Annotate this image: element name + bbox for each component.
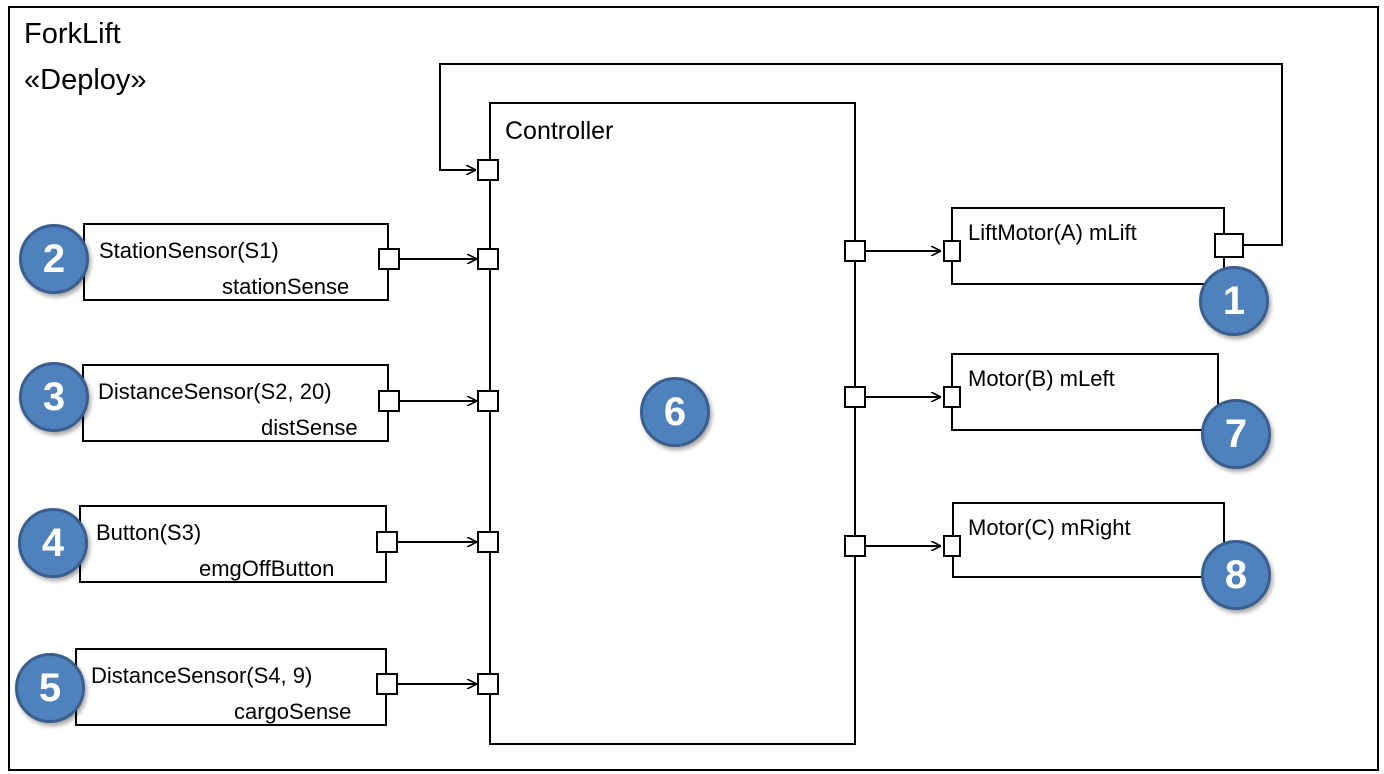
sensor-port-button <box>376 531 398 553</box>
sensor-instance-label: emgOffButton <box>199 556 335 581</box>
sensor-block-station <box>83 223 389 301</box>
sensor-instance-label: cargoSense <box>234 699 352 724</box>
badge-2: 2 <box>19 224 89 294</box>
badge-4: 4 <box>18 508 88 578</box>
sensor-type-label: DistanceSensor(S2, 20) <box>98 379 332 404</box>
sensor-type-label: StationSensor(S1) <box>99 238 279 263</box>
motor-block-left <box>951 353 1219 431</box>
sensor-instance-label: stationSense <box>222 274 350 299</box>
controller-port-station <box>477 248 499 270</box>
badge-7: 7 <box>1201 399 1271 469</box>
sensor-instance-label: distSense <box>261 415 358 440</box>
badge-3: 3 <box>19 362 89 432</box>
sensor-block-cargo <box>75 648 387 726</box>
controller-label: Controller <box>505 117 614 145</box>
badge-6: 6 <box>640 377 710 447</box>
motor-label: LiftMotor(A) mLift <box>968 220 1137 245</box>
motor-port-right-in <box>943 535 961 557</box>
forklift-frame <box>8 6 1379 771</box>
motor-port-left-in <box>943 386 961 408</box>
frame-stereotype: «Deploy» <box>24 64 147 96</box>
sensor-type-label: DistanceSensor(S4, 9) <box>91 663 313 688</box>
sensor-port-cargo <box>376 673 398 695</box>
sensor-port-station <box>378 248 400 270</box>
motor-block-lift <box>951 207 1225 285</box>
sensor-type-label: Button(S3) <box>96 520 202 545</box>
badge-8: 8 <box>1201 540 1271 610</box>
badge-1: 1 <box>1199 266 1269 336</box>
motor-port-lift-out <box>1214 233 1244 258</box>
controller-port-mleft <box>844 386 866 408</box>
sensor-port-dist <box>378 390 400 412</box>
controller-port-button <box>477 531 499 553</box>
frame-title: ForkLift <box>24 18 121 50</box>
motor-port-lift-in <box>943 240 961 262</box>
motor-label: Motor(C) mRight <box>968 515 1131 540</box>
connector-lift-feedback <box>439 63 1283 246</box>
controller-port-cargo <box>477 673 499 695</box>
controller-port-dist <box>477 390 499 412</box>
controller-port-feedback <box>477 159 499 181</box>
sensor-block-button <box>79 505 387 583</box>
motor-block-right <box>952 502 1225 578</box>
sensor-block-dist <box>82 364 389 442</box>
controller-port-mright <box>844 535 866 557</box>
motor-label: Motor(B) mLeft <box>968 366 1115 391</box>
badge-5: 5 <box>15 653 85 723</box>
controller-port-mlift <box>844 240 866 262</box>
